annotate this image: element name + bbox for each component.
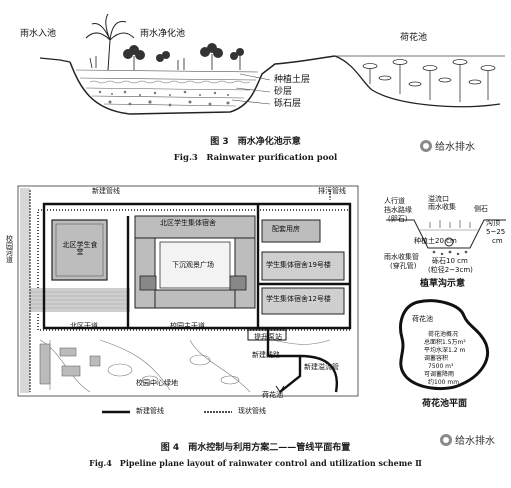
lotus-plan-note4: 调蓄容积 <box>424 355 449 362</box>
lotus-plan-pond: 荷花池 <box>412 315 433 323</box>
shrub-icon <box>123 43 244 62</box>
label-drain-line: 排污管线 <box>318 187 346 195</box>
swale-sidewalk: 人行道 <box>384 197 405 205</box>
label-dorm12: 学生集体宿舍12号楼 <box>266 295 331 303</box>
legend-existing: 现状管线 <box>238 407 266 415</box>
label-pipe-road: 校园主干道 <box>170 322 205 330</box>
label-north-road: 北区干道 <box>70 322 98 330</box>
legend-lines <box>102 410 232 414</box>
swale-pipe: 雨水收集管 <box>384 253 419 261</box>
swale-slope: 侧石 <box>474 205 488 213</box>
label-north-dorm-group: 北区学生集体宿舍 <box>160 219 216 227</box>
fig3-caption-cn: 图 3 雨水净化池示意 <box>210 137 301 147</box>
lotus-pond-plan <box>399 299 489 391</box>
label-new-pipe-top: 新建管线 <box>92 187 120 195</box>
lotus-plan-note1: 荷花池概况 <box>428 331 459 338</box>
label-sunken-square: 下沉观景广场 <box>172 261 214 269</box>
swale-gravel2: (粒径2~3cm) <box>428 266 473 274</box>
label-soil-layer: 种植土层 <box>274 75 311 85</box>
fig4-caption-en: Fig.4 Pipeline plane layout of rainwater… <box>89 458 422 468</box>
swale-title: 植草沟示意 <box>420 279 466 289</box>
lotus-plan-note3: 平均水深1.2 m <box>424 347 466 354</box>
fig3-caption-en: Fig.3 Rainwater purification pool <box>173 153 338 163</box>
legend-new: 新建管线 <box>136 407 164 415</box>
wechat-icon <box>420 139 432 152</box>
swale-unit: cm <box>492 237 503 245</box>
fig4-caption-cn: 图 4 雨水控制与利用方案二——管线平面布置 <box>160 443 351 453</box>
lotus-plan-note5: 7500 m³ <box>428 363 454 370</box>
label-backup-house: 配套用房 <box>272 225 300 233</box>
swale-curb: 挡水路缘 <box>384 206 412 214</box>
swale-depth: 5~25 <box>486 228 506 236</box>
swale-inflow: 溢流口 <box>428 195 449 203</box>
palm-tree-icon <box>85 13 135 71</box>
swale-gravel: 砾石10 cm <box>432 257 468 265</box>
label-sand-layer: 砂层 <box>274 87 293 97</box>
label-north-canteen: 北区学生食堂 <box>62 241 98 256</box>
label-pump: 提升泵站 <box>254 333 282 341</box>
label-purification-pool: 雨水净化池 <box>140 29 186 39</box>
swale-ditch: 沟顶 <box>486 219 500 227</box>
label-new-line: 新建线路 <box>252 351 280 359</box>
lotus-plan-note6: 可调蓄降雨 <box>424 371 455 378</box>
lotus-plan-title: 荷花池平面 <box>422 399 468 409</box>
watermark-bottom: 给水排水 <box>440 432 495 447</box>
label-lotus-bottom: 荷花池 <box>262 391 283 399</box>
wechat-icon <box>440 433 452 446</box>
label-campus-river: 校园河道 <box>6 235 13 264</box>
lotus-plan-note7: 约100 mm <box>428 379 460 386</box>
swale-pipe-note: (穿孔管) <box>390 262 417 270</box>
label-lotus-pond-section: 荷花池 <box>400 33 428 43</box>
label-dorm19: 学生集体宿舍19号楼 <box>266 261 331 269</box>
label-new-drain: 新建溢流管 <box>304 363 339 371</box>
fig4-site-plan <box>17 185 359 397</box>
watermark-top: 给水排水 <box>420 138 475 153</box>
lotus-plant-icon <box>362 59 496 102</box>
swale-section <box>386 219 506 256</box>
swale-soil: 种植土20 cm <box>414 237 457 245</box>
fig3-cross-section <box>39 13 505 115</box>
swale-gravel-stone: (卵石) <box>388 215 408 223</box>
label-gravel-layer: 砾石层 <box>274 99 302 109</box>
swale-collect: 雨水收集 <box>428 203 456 211</box>
label-inflow-pool: 雨水入池 <box>20 29 57 39</box>
label-green-space: 校园中心绿地 <box>136 379 178 387</box>
lotus-plan-note2: 总面积1.5万m² <box>424 339 466 346</box>
